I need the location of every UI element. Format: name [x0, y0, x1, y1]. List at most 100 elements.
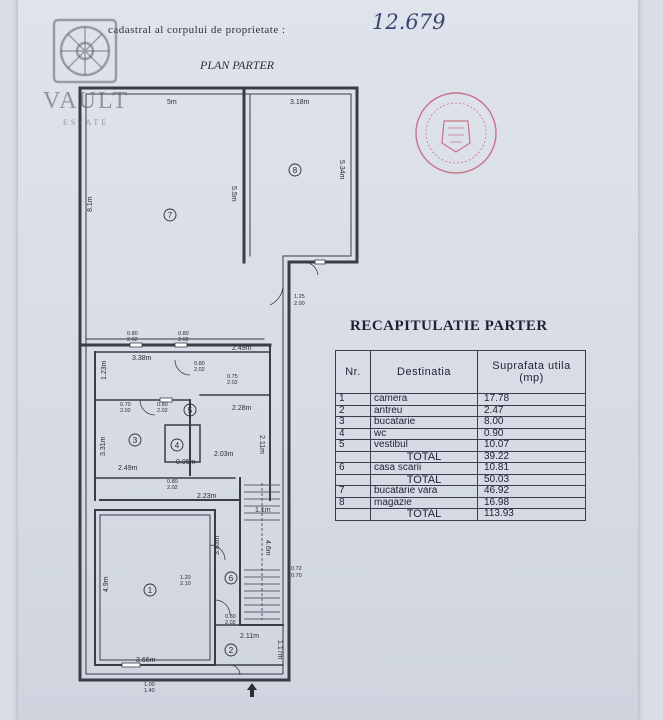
door-size: 1.20 [180, 575, 191, 581]
cadastral-header: cadastral al corpului de proprietate : [108, 24, 286, 36]
watermark-subtitle: ESTATE [62, 118, 110, 127]
cell-nr: 8 [335, 496, 371, 509]
header-destinatia: Destinatia [370, 350, 478, 394]
cell-nr: 7 [335, 485, 371, 498]
door-size: 1.25 [294, 294, 305, 300]
door-size: 2.02 [194, 367, 205, 373]
entrance-arrow-icon [247, 683, 257, 697]
dim-label: 2.11m [258, 435, 265, 454]
dim-label: 0.95m [176, 459, 196, 466]
wall-outer-inner-line [85, 93, 352, 675]
door-size: 0.80 [127, 331, 138, 337]
room-number-4: 4 [175, 441, 180, 450]
wall-stairs [239, 477, 284, 626]
room-number-2: 2 [229, 646, 234, 655]
door-size: 0.80 [178, 331, 189, 337]
dim-label: 1.1m [255, 507, 271, 514]
door-arc-2 [304, 261, 319, 276]
room-circle [288, 163, 302, 177]
wall-outer [78, 86, 359, 682]
window-mark [314, 259, 326, 265]
door-size: 2.02 [127, 337, 138, 343]
cell-destinatia: magazie [370, 496, 478, 509]
room-number-3: 3 [133, 436, 138, 445]
door-size: 2.02 [178, 337, 189, 343]
door-size: 0.70 [120, 402, 131, 408]
room-number-7: 7 [168, 211, 173, 220]
door-size: 0.70 [291, 573, 302, 579]
cell-nr: 5 [335, 439, 371, 452]
recap-header-row: Nr. Destinatia Suprafata utila (mp) [335, 350, 586, 394]
cell-destinatia: camera [370, 393, 478, 406]
door-arc-1 [269, 284, 284, 306]
room-number-6: 6 [229, 574, 234, 583]
dim-label: 3.38m [132, 355, 152, 362]
door-arc-3 [174, 359, 191, 376]
cell-suprafata: 46.92 [477, 485, 586, 498]
door-size: 0.80 [157, 402, 168, 408]
room-number-1: 1 [148, 586, 153, 595]
cell-suprafata: 113.93 [477, 508, 586, 521]
door-size: 2.02 [120, 408, 131, 414]
door-size: 2.02 [157, 408, 168, 414]
door-size: 0.72 [291, 566, 302, 572]
dim-label: 3.83m [214, 535, 221, 555]
table-row: 5 vestibul 10.07 [335, 439, 586, 452]
cell-nr [335, 473, 371, 486]
table-row: 3 bucatarie 8.00 [335, 416, 586, 429]
table-row-total: TOTAL 50.03 [335, 473, 586, 486]
cell-suprafata: 0.90 [477, 427, 586, 440]
dim-label: 2.03m [214, 451, 234, 458]
recap-table: Nr. Destinatia Suprafata utila (mp) 1 ca… [335, 350, 586, 521]
cell-suprafata: 10.81 [477, 462, 586, 475]
dim-label: 2.49m [232, 345, 252, 352]
table-row: 6 casa scarii 10.81 [335, 462, 586, 475]
watermark-logo: VAULT ESTATE [30, 16, 140, 131]
cell-nr: 2 [335, 404, 371, 417]
cell-destinatia: bucatarie vara [370, 485, 478, 498]
door-size: 0.80 [225, 614, 236, 620]
dim-label: 5.5m [230, 186, 237, 202]
cell-nr: 4 [335, 427, 371, 440]
door-size: 0.75 [227, 374, 238, 380]
room-circle [224, 571, 238, 585]
dim-label: 3.31m [100, 436, 107, 456]
cell-suprafata: 10.07 [477, 439, 586, 452]
dim-label: 1.17m [276, 640, 283, 660]
door-arc-7 [229, 664, 241, 676]
table-row: 8 magazie 16.98 [335, 496, 586, 509]
cell-destinatia: bucatarie [370, 416, 478, 429]
door-size: 1.40 [144, 688, 155, 694]
dim-label: 2.11m [240, 633, 259, 640]
table-row: 4 wc 0.90 [335, 427, 586, 440]
cell-nr: 3 [335, 416, 371, 429]
window-mark [121, 662, 141, 668]
room-circle [224, 643, 238, 657]
room-circle [143, 583, 157, 597]
room-circle [183, 403, 197, 417]
cell-destinatia: vestibul [370, 439, 478, 452]
door-arc-6 [214, 599, 231, 616]
dim-label: 5m [167, 99, 177, 106]
cell-destinatia: TOTAL [370, 450, 478, 463]
room-circle [163, 208, 177, 222]
window-mark [174, 342, 188, 348]
cell-suprafata: 17.78 [477, 393, 586, 406]
door-size: 1.00 [144, 682, 155, 688]
dim-label: 2.23m [197, 493, 217, 500]
door-size: 2.10 [180, 581, 191, 587]
cell-suprafata: 8.00 [477, 416, 586, 429]
cell-suprafata: 50.03 [477, 473, 586, 486]
cell-nr: 1 [335, 393, 371, 406]
table-row: 2 antreu 2.47 [335, 404, 586, 417]
cell-suprafata: 16.98 [477, 496, 586, 509]
door-arc-4 [139, 399, 156, 416]
dim-label: 1.23m [101, 360, 108, 380]
cell-destinatia: TOTAL [370, 473, 478, 486]
vault-wheel-icon [52, 18, 118, 84]
door-size: 0.80 [194, 361, 205, 367]
table-row-total: TOTAL 113.93 [335, 508, 586, 521]
official-stamp-seal [415, 92, 497, 174]
cell-destinatia: casa scarii [370, 462, 478, 475]
